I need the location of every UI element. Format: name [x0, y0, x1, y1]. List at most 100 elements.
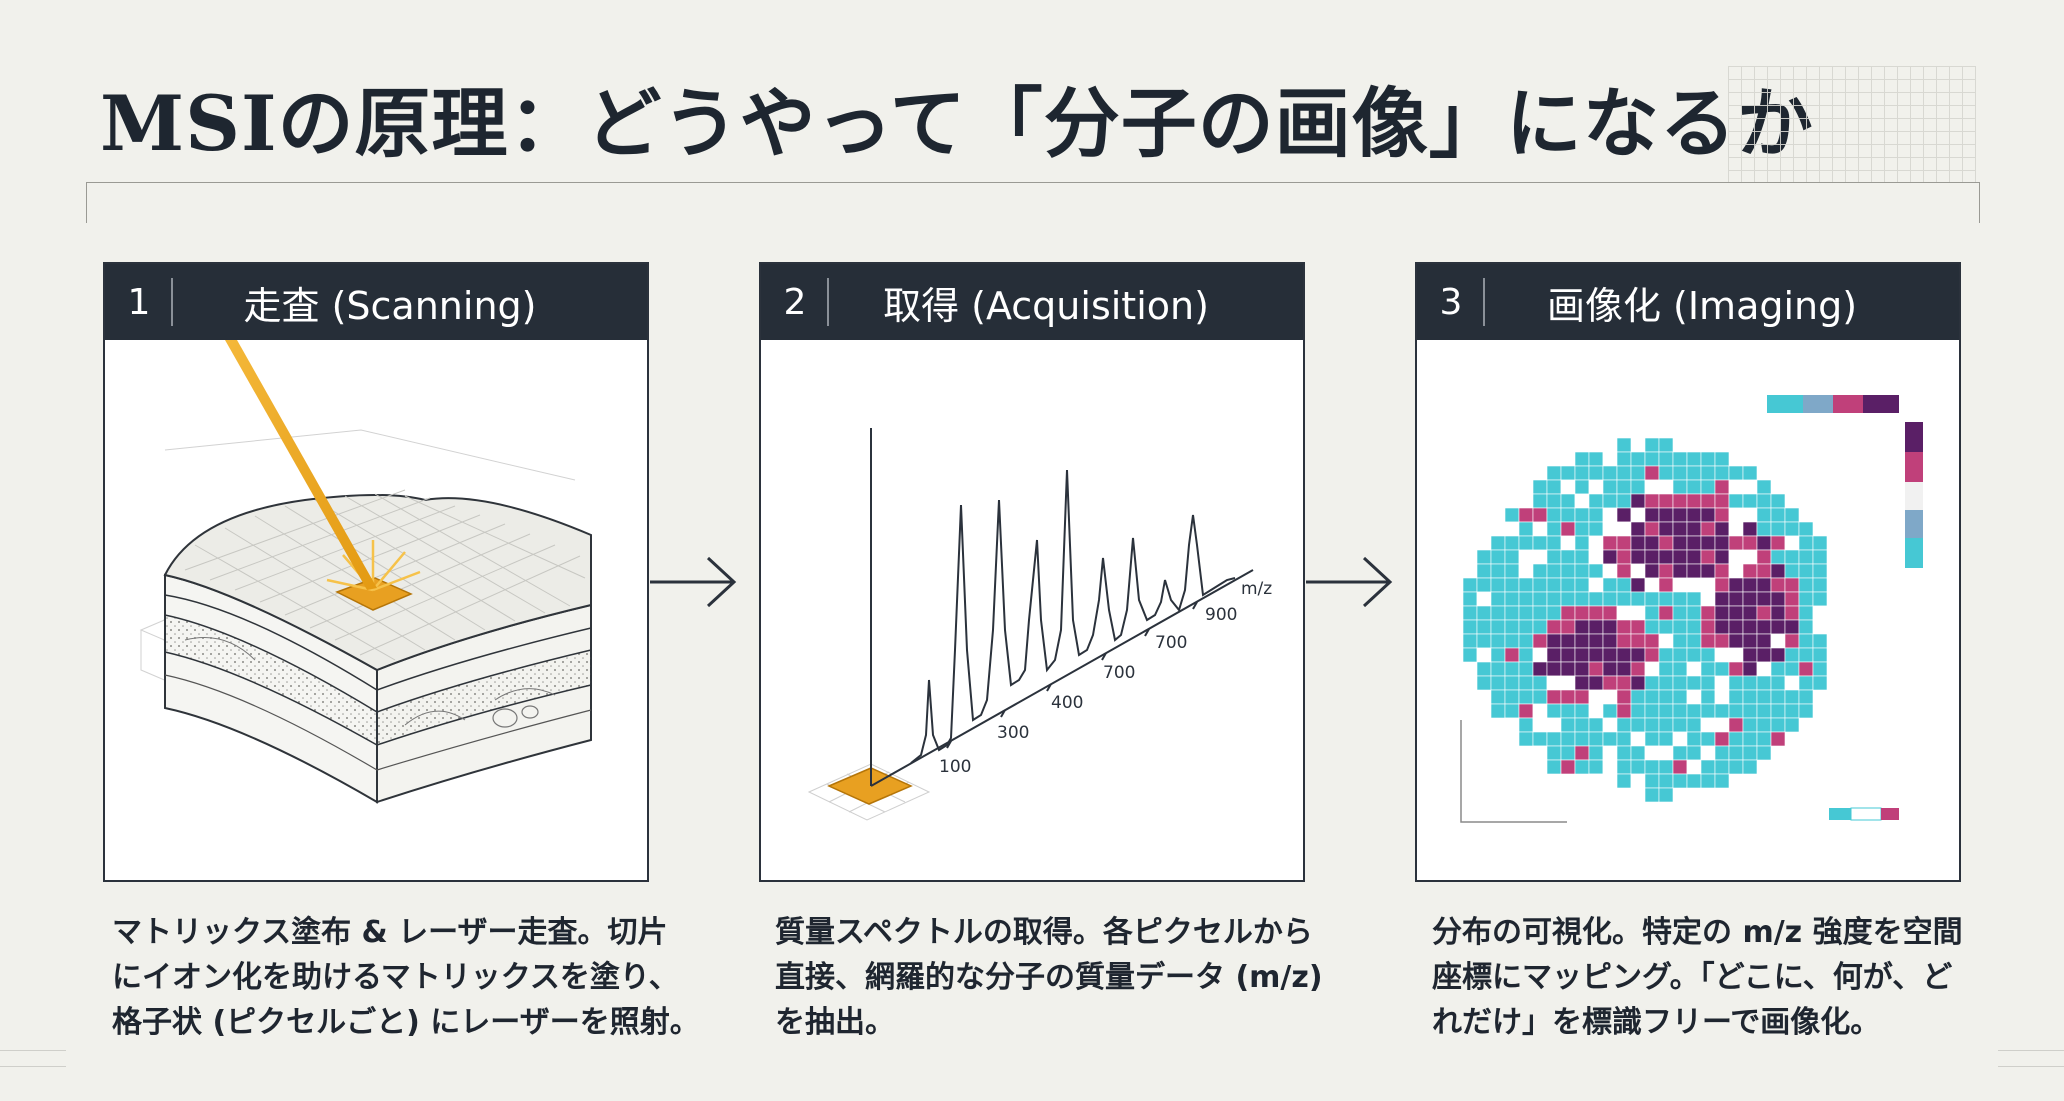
- heatmap-pixel: [1504, 689, 1520, 705]
- heatmap-pixel: [1686, 773, 1702, 789]
- color-scale-vertical: [1905, 422, 1923, 568]
- heatmap-pixel: [1714, 661, 1730, 677]
- heatmap-pixel: [1700, 633, 1716, 649]
- heatmap-pixel: [1574, 479, 1590, 495]
- heatmap-pixel: [1756, 717, 1772, 733]
- panel-title: 画像化 (Imaging): [1546, 283, 1858, 328]
- heatmap-pixel: [1616, 731, 1632, 747]
- heatmap-pixel: [1728, 675, 1744, 691]
- heatmap-pixel: [1616, 465, 1632, 481]
- heatmap-pixel: [1602, 577, 1618, 593]
- heatmap-pixel: [1476, 605, 1492, 621]
- heatmap-pixel: [1812, 633, 1828, 649]
- heatmap-pixel: [1700, 549, 1716, 565]
- heatmap-pixel: [1672, 493, 1688, 509]
- heatmap-pixel: [1518, 661, 1534, 677]
- heatmap-pixel: [1504, 591, 1520, 607]
- heatmap-pixel: [1546, 759, 1562, 775]
- heatmap-pixel: [1616, 577, 1632, 593]
- panel-acquisition: 2 取得 (Acquisition): [759, 262, 1305, 882]
- heatmap-pixel: [1532, 591, 1548, 607]
- heatmap-pixel: [1518, 647, 1534, 663]
- heatmap-pixel: [1532, 675, 1548, 691]
- heatmap-pixel: [1574, 465, 1590, 481]
- mz-axis: [870, 569, 1254, 787]
- heatmap-pixel: [1490, 619, 1506, 635]
- scale-bar: [1460, 720, 1567, 823]
- heatmap-pixel: [1546, 465, 1562, 481]
- heatmap-pixel: [1602, 759, 1618, 775]
- heatmap-pixel: [1770, 661, 1786, 677]
- heatmap-pixel: [1714, 717, 1730, 733]
- heatmap-pixel: [1742, 605, 1758, 621]
- heatmap-pixel: [1700, 745, 1716, 761]
- heatmap-pixel: [1504, 647, 1520, 663]
- heatmap-pixel: [1560, 521, 1576, 537]
- heatmap-pixel: [1546, 619, 1562, 635]
- heatmap-pixel: [1630, 451, 1646, 467]
- corner-decoration-left: [0, 1050, 66, 1051]
- heatmap-pixel: [1616, 507, 1632, 523]
- heatmap-pixel: [1588, 675, 1604, 691]
- heatmap-pixel: [1602, 563, 1618, 579]
- heatmap-pixel: [1616, 633, 1632, 649]
- heatmap-pixel: [1728, 549, 1744, 565]
- heatmap-pixel: [1504, 633, 1520, 649]
- heatmap-pixel: [1574, 563, 1590, 579]
- heatmap-pixel: [1574, 633, 1590, 649]
- heatmap-pixel: [1588, 745, 1604, 761]
- heatmap-pixel: [1560, 745, 1576, 761]
- heatmap-pixel: [1602, 549, 1618, 565]
- heatmap-pixel: [1574, 731, 1590, 747]
- heatmap-pixel: [1490, 521, 1506, 537]
- heatmap-pixel: [1644, 787, 1660, 803]
- heatmap-pixel: [1560, 605, 1576, 621]
- heatmap-pixel: [1770, 633, 1786, 649]
- heatmap-pixel: [1588, 535, 1604, 551]
- heatmap-pixel: [1784, 661, 1800, 677]
- heatmap-pixel: [1742, 633, 1758, 649]
- heatmap-pixel: [1518, 633, 1534, 649]
- heatmap-pixel: [1476, 549, 1492, 565]
- heatmap-pixel: [1616, 437, 1632, 453]
- heatmap-pixel: [1714, 535, 1730, 551]
- heatmap-pixel: [1812, 661, 1828, 677]
- heatmap-pixel: [1588, 661, 1604, 677]
- heatmap-pixel: [1784, 563, 1800, 579]
- heatmap-pixel: [1560, 619, 1576, 635]
- heatmap-pixel: [1546, 591, 1562, 607]
- heatmap-pixel: [1602, 605, 1618, 621]
- laser-beam: [225, 340, 377, 590]
- heatmap-pixel: [1784, 605, 1800, 621]
- tick-label-900: 900: [1205, 605, 1237, 625]
- panel-title: 取得 (Acquisition): [883, 283, 1209, 328]
- heatmap-pixel: [1504, 507, 1520, 523]
- heatmap-pixel: [1700, 465, 1716, 481]
- heatmap-pixel: [1532, 479, 1548, 495]
- heatmap-pixel: [1798, 703, 1814, 719]
- heatmap-pixel: [1630, 563, 1646, 579]
- heatmap-pixel: [1560, 689, 1576, 705]
- heatmap-pixel: [1616, 591, 1632, 607]
- heatmap-pixel: [1714, 773, 1730, 789]
- heatmap-pixel: [1784, 717, 1800, 733]
- heatmap-pixel: [1518, 703, 1534, 719]
- heatmap-pixel: [1588, 619, 1604, 635]
- heatmap-pixel: [1616, 521, 1632, 537]
- heatmap-pixel: [1742, 563, 1758, 579]
- heatmap-pixel: [1532, 521, 1548, 537]
- panel-header: 2 取得 (Acquisition): [761, 264, 1303, 340]
- caption-line: 直接、網羅的な分子の質量データ (m/z): [775, 960, 1323, 995]
- heatmap-pixel: [1616, 619, 1632, 635]
- heatmap-pixel: [1756, 703, 1772, 719]
- heatmap-pixel: [1546, 689, 1562, 705]
- caption-scanning: マトリックス塗布 & レーザー走査。切片 にイオン化を助けるマトリックスを塗り、…: [112, 910, 700, 1045]
- heatmap-pixel: [1672, 661, 1688, 677]
- heatmap-pixel: [1560, 759, 1576, 775]
- heatmap-pixel: [1588, 591, 1604, 607]
- heatmap-pixel: [1700, 451, 1716, 467]
- heatmap-pixel: [1644, 521, 1660, 537]
- heatmap-pixel: [1728, 689, 1744, 705]
- heatmap-pixel: [1602, 451, 1618, 467]
- heatmap-pixel: [1700, 577, 1716, 593]
